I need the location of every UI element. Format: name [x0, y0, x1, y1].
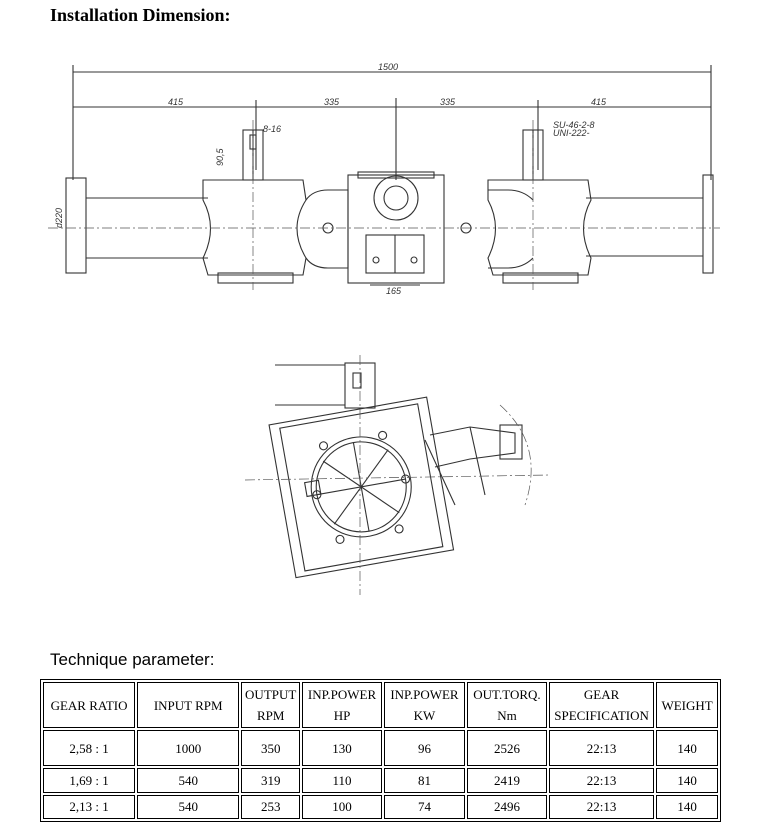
- cell-inp-power-hp: 130: [302, 730, 382, 767]
- cell-out-torque: 2526: [466, 730, 547, 767]
- cell-inp-power-hp: 110: [302, 768, 382, 793]
- installation-dimension-heading: Installation Dimension:: [50, 5, 231, 25]
- cell-weight: 140: [656, 794, 718, 819]
- cell-weight: 140: [656, 768, 718, 793]
- cell-gear-specification: 22:13: [548, 730, 655, 767]
- cell-inp-power-hp: 100: [302, 794, 382, 819]
- cell-input-rpm: 540: [137, 768, 240, 793]
- dim-key-left-label: 8-16: [263, 124, 281, 134]
- cell-gear-ratio: 2,58 : 1: [43, 730, 136, 767]
- cell-out-torque: 2496: [466, 794, 547, 819]
- front-view-drawing: 1500 415 335 335 415 90,5 8-16 SU-46-2-8…: [48, 60, 720, 300]
- cell-weight: 140: [656, 730, 718, 767]
- dim-mid-left-label: 335: [324, 97, 340, 107]
- dim-diameter-label: d220: [54, 208, 64, 228]
- cell-input-rpm: 540: [137, 794, 240, 819]
- header-gear-ratio: GEAR RATIO: [43, 682, 136, 728]
- dim-overall-label: 1500: [378, 62, 398, 72]
- table-row: 2,13 : 1 540 253 100 74 2496 22:13 140: [43, 794, 718, 819]
- dim-key-right-label-1: SU-46-2-8: [553, 120, 595, 130]
- dim-mid-right-label: 335: [440, 97, 456, 107]
- cell-gear-specification: 22:13: [548, 768, 655, 793]
- header-input-rpm: INPUT RPM: [137, 682, 240, 728]
- side-view-svg: [245, 355, 550, 595]
- dim-shaft-height-label: 90,5: [215, 147, 225, 166]
- cell-inp-power-kw: 81: [384, 768, 465, 793]
- cell-output-rpm: 319: [241, 768, 301, 793]
- cell-output-rpm: 350: [241, 730, 301, 767]
- cell-out-torque: 2419: [466, 768, 547, 793]
- dim-right-label: 415: [591, 97, 607, 107]
- header-weight: WEIGHT: [656, 682, 718, 728]
- cell-inp-power-kw: 96: [384, 730, 465, 767]
- side-view-drawing: [245, 355, 550, 595]
- dim-left-label: 415: [168, 97, 184, 107]
- front-view-svg: 1500 415 335 335 415 90,5 8-16 SU-46-2-8…: [48, 62, 720, 296]
- cell-gear-ratio: 2,13 : 1: [43, 794, 136, 819]
- dim-base-label: 165: [386, 286, 402, 296]
- cell-output-rpm: 253: [241, 794, 301, 819]
- cell-input-rpm: 1000: [137, 730, 240, 767]
- header-out-torque: OUT.TORQ.Nm: [466, 682, 547, 728]
- cell-gear-specification: 22:13: [548, 794, 655, 819]
- dim-key-right-label-2: UNI-222-: [553, 128, 590, 138]
- table-row: 2,58 : 1 1000 350 130 96 2526 22:13 140: [43, 730, 718, 767]
- technique-parameter-heading: Technique parameter:: [50, 650, 215, 669]
- table-row: 1,69 : 1 540 319 110 81 2419 22:13 140: [43, 768, 718, 793]
- cell-gear-ratio: 1,69 : 1: [43, 768, 136, 793]
- cell-inp-power-kw: 74: [384, 794, 465, 819]
